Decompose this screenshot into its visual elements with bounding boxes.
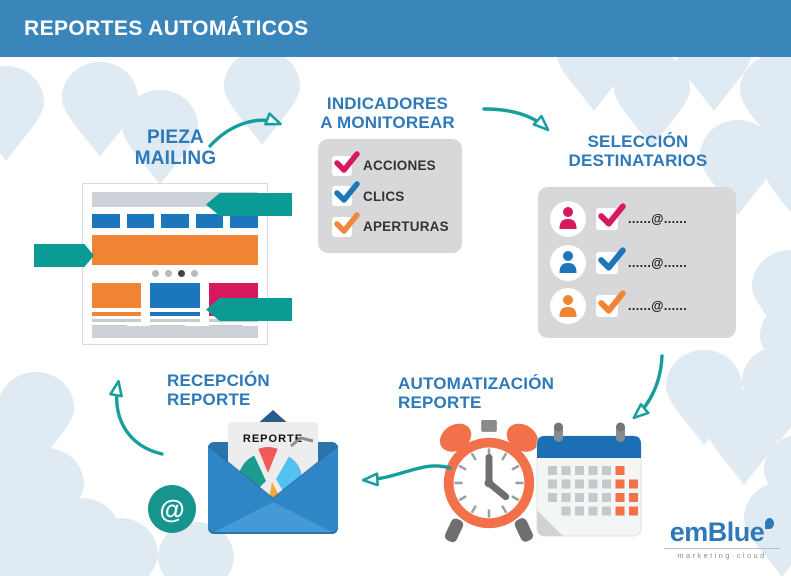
avatar [550, 200, 586, 237]
brand-tagline: marketing·cloud [677, 551, 767, 560]
calendar-icon [536, 422, 642, 537]
mockup-nav-row [92, 214, 258, 228]
arrow-seleccion-to-automatizacion [632, 354, 664, 420]
emblue-logo: emBlue marketing·cloud [660, 517, 784, 560]
at-symbol-badge: @ [148, 485, 196, 533]
recipient-email: ......@...... [628, 255, 688, 270]
recepcion-title: RECEPCIÓN REPORTE [167, 371, 270, 410]
brand-name: emBlue [669, 517, 765, 547]
indicator-row: ACCIONES [332, 150, 448, 176]
arrow-automatizacion-to-recepcion [361, 464, 452, 487]
check-icon [598, 246, 626, 271]
checkbox-icon [332, 150, 360, 176]
mockup-carousel-dots [92, 270, 258, 277]
arrow-pieza-to-indicadores [208, 112, 282, 148]
tag-marker-icon [206, 298, 292, 321]
indicator-row: CLICS [332, 181, 448, 206]
drop-icon [765, 518, 775, 529]
report-envelope-icon: REPORTE [207, 410, 339, 534]
automatizacion-title: AUTOMATIZACIÓN REPORTE [398, 374, 555, 413]
indicadores-title: INDICADORES A MONITOREAR [320, 94, 455, 133]
page-title: REPORTES AUTOMÁTICOS [24, 16, 309, 40]
tag-marker-icon [34, 244, 94, 267]
indicator-label: CLICS [363, 188, 405, 204]
mockup-banner [92, 235, 258, 265]
recipients-card: ......@...... ......@...... [538, 187, 736, 338]
pieza-mailing-title: PIEZA MAILING [134, 127, 217, 170]
indicator-row: APERTURAS [332, 211, 449, 237]
recipient-row: ......@...... [550, 288, 724, 325]
seleccion-title: SELECCIÓN DESTINATARIOS [568, 132, 708, 171]
arrow-recepcion-to-pieza [109, 379, 164, 456]
alarm-clock-icon [439, 420, 539, 543]
check-icon [334, 211, 360, 234]
recipient-row: ......@...... [550, 200, 724, 237]
indicator-label: ACCIONES [363, 158, 436, 173]
recipient-email: ......@...... [628, 211, 688, 226]
indicators-card: ACCIONES CLICS APERTURAS [318, 139, 462, 253]
header-bar: REPORTES AUTOMÁTICOS [0, 0, 791, 57]
checkbox-icon [332, 211, 360, 237]
person-icon [559, 207, 577, 230]
person-icon [559, 294, 577, 317]
recipient-email: ......@...... [628, 299, 688, 314]
check-icon [598, 290, 626, 314]
person-icon [559, 251, 577, 273]
checkbox-icon [596, 290, 626, 318]
checkbox-icon [596, 203, 626, 230]
avatar [550, 288, 586, 325]
report-label: REPORTE [243, 433, 303, 445]
check-icon [334, 181, 360, 203]
indicator-label: APERTURAS [363, 219, 449, 234]
tag-marker-icon [206, 193, 292, 216]
arrow-indicadores-to-seleccion [482, 107, 550, 132]
checkbox-icon [596, 246, 626, 274]
checkbox-icon [332, 181, 360, 206]
avatar [550, 244, 586, 281]
mockup-footer-bar [92, 326, 258, 338]
logo-divider [664, 548, 780, 549]
check-icon [598, 203, 626, 227]
recipient-row: ......@...... [550, 244, 724, 281]
check-icon [334, 150, 360, 173]
at-symbol: @ [159, 493, 185, 524]
